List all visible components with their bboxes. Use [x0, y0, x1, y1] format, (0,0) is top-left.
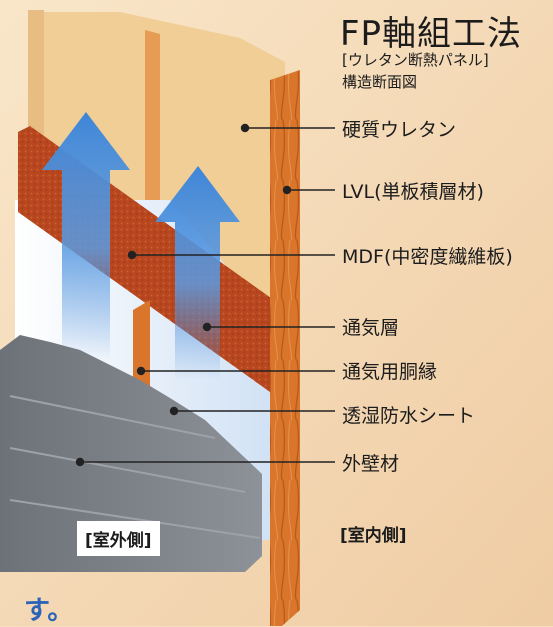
inside-label: [室内側]: [340, 526, 407, 546]
diagram-subtitle: [ウレタン断熱パネル]: [342, 51, 489, 69]
callout-membrane: 透湿防水シート: [342, 405, 476, 427]
callout-lvl: LVL(単板積層材): [342, 181, 484, 203]
exterior-siding: [0, 335, 262, 572]
callout-air-layer: 通気層: [342, 317, 400, 339]
callout-furring-strip: 通気用胴縁: [342, 361, 438, 383]
callout-siding: 外壁材: [342, 453, 400, 475]
callout-mdf: MDF(中密度繊維板): [342, 246, 513, 268]
diagram-caption: 構造断面図: [342, 73, 418, 91]
diagram-title: FP軸組工法: [340, 14, 523, 54]
outside-label: [室外側]: [77, 521, 160, 556]
lvl-stud: [270, 70, 300, 626]
trailing-text: す。: [24, 596, 74, 626]
up-arrow-icon: [42, 112, 130, 360]
callout-urethane: 硬質ウレタン: [342, 119, 457, 141]
